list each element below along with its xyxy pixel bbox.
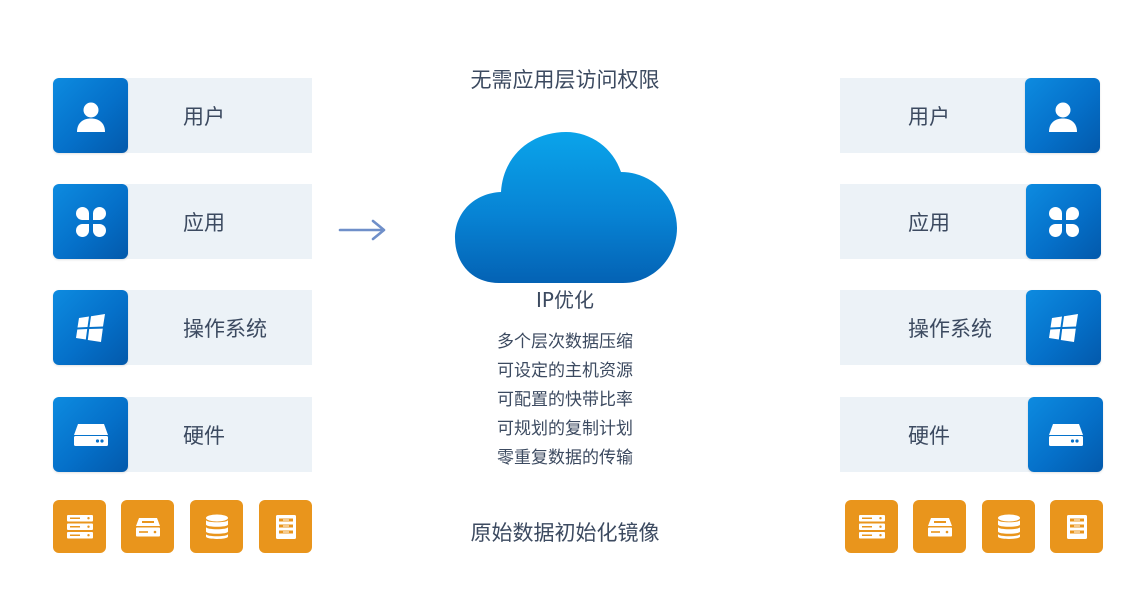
- feature-item: 可设定的主机资源: [497, 361, 633, 381]
- target-layer-hardware: 硬件: [840, 397, 1103, 472]
- source-layer-user: 用户: [53, 78, 312, 153]
- database-icon: [982, 500, 1035, 553]
- drive-icon: [913, 500, 966, 553]
- layer-label: 硬件: [183, 423, 225, 448]
- layer-label: 操作系统: [183, 316, 267, 341]
- target-layer-os: 操作系统: [840, 290, 1101, 365]
- server-rack-icon: [845, 500, 898, 553]
- feature-item: 多个层次数据压缩: [497, 332, 633, 352]
- windows-icon: [1026, 290, 1101, 365]
- apps-icon: [53, 184, 128, 259]
- layer-label-box: 硬件: [840, 397, 1032, 472]
- layer-label: 硬件: [908, 423, 950, 448]
- feature-list: 多个层次数据压缩 可设定的主机资源 可配置的快带比率 可规划的复制计划 零重复数…: [360, 328, 770, 473]
- source-layer-os: 操作系统: [53, 290, 312, 365]
- source-storage-row: [53, 500, 312, 553]
- header-title: 无需应用层访问权限: [470, 68, 660, 92]
- windows-icon: [53, 290, 128, 365]
- user-icon: [53, 78, 128, 153]
- layer-label-box: 应用: [123, 184, 312, 259]
- file-cabinet-icon: [1050, 500, 1103, 553]
- layer-label-box: 操作系统: [123, 290, 312, 365]
- layer-label: 应用: [908, 210, 950, 235]
- layer-label: 用户: [183, 104, 225, 129]
- layer-label-box: 用户: [840, 78, 1030, 153]
- feature-item: 可规划的复制计划: [497, 419, 633, 439]
- cloud-title: IP优化: [536, 288, 594, 312]
- drive-icon: [121, 500, 174, 553]
- layer-label: 操作系统: [908, 316, 992, 341]
- cloud-icon: [455, 132, 677, 283]
- layer-label-box: 硬件: [123, 397, 312, 472]
- database-icon: [190, 500, 243, 553]
- source-layer-hardware: 硬件: [53, 397, 312, 472]
- footer-title: 原始数据初始化镜像: [470, 521, 660, 545]
- hardware-icon: [1028, 397, 1103, 472]
- layer-label-box: 操作系统: [840, 290, 1030, 365]
- arrow-right-icon: [338, 219, 386, 241]
- layer-label: 用户: [908, 104, 950, 129]
- file-cabinet-icon: [259, 500, 312, 553]
- feature-item: 可配置的快带比率: [497, 390, 633, 410]
- hardware-icon: [53, 397, 128, 472]
- layer-label: 应用: [183, 210, 225, 235]
- user-icon: [1025, 78, 1100, 153]
- target-layer-user: 用户: [840, 78, 1100, 153]
- server-rack-icon: [53, 500, 106, 553]
- feature-item: 零重复数据的传输: [497, 448, 633, 468]
- apps-icon: [1026, 184, 1101, 259]
- target-storage-row: [845, 500, 1103, 553]
- layer-label-box: 应用: [840, 184, 1030, 259]
- layer-label-box: 用户: [123, 78, 312, 153]
- source-layer-apps: 应用: [53, 184, 312, 259]
- target-layer-apps: 应用: [840, 184, 1101, 259]
